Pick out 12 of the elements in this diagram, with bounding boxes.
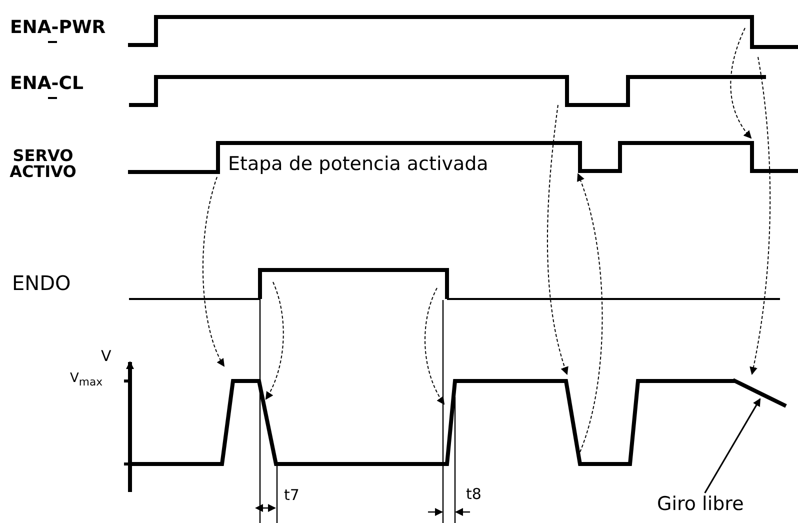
axis-label: V$_{max}$ <box>70 372 102 388</box>
callout-text: Giro libre <box>657 494 744 515</box>
signal-label: ENA-CL <box>10 74 84 94</box>
free-spin-slope <box>732 378 787 408</box>
dimension-label: t8 <box>466 486 482 502</box>
signal-label: ENA-PWR <box>10 18 106 38</box>
signal-label: SERVO ACTIVO <box>8 148 78 180</box>
axis-label: V <box>101 348 112 364</box>
leader-line <box>704 398 761 494</box>
dimension-label: t7 <box>284 487 300 504</box>
signal-label: ENDO <box>12 272 71 294</box>
annotation-text: Etapa de potencia activada <box>228 154 488 175</box>
